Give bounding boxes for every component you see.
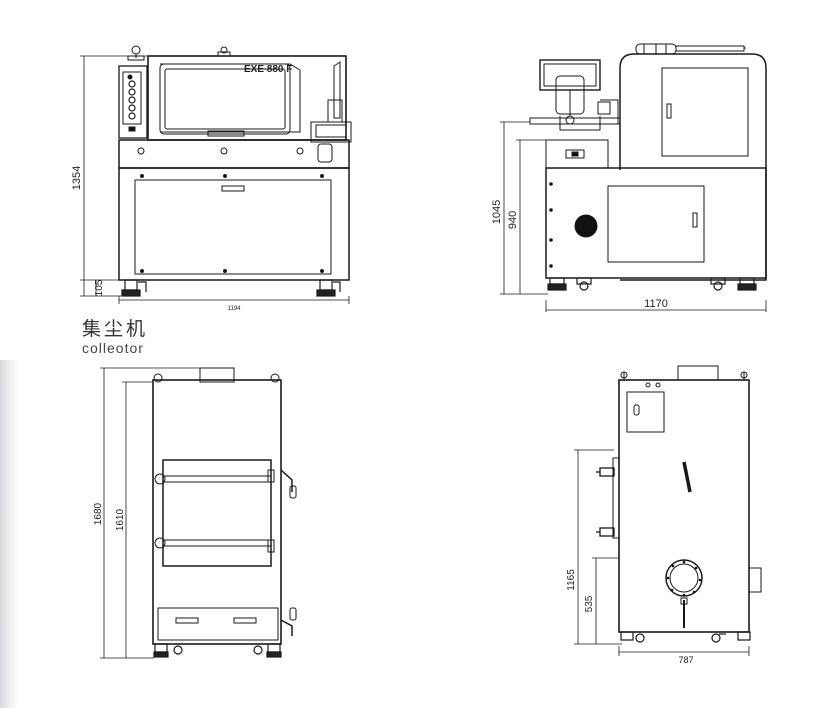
dim-side (500, 121, 767, 312)
dim-side-height-upper: 1045 (491, 200, 503, 224)
machine-feet (121, 279, 341, 297)
dim-front (80, 55, 350, 304)
collector-side-view: 1165 535 787 (566, 365, 762, 665)
dim-collector-front (100, 367, 200, 659)
left-edge-fade (0, 360, 18, 708)
dim-side-height-lower: 940 (507, 211, 519, 229)
machine-side-view: 1045 940 1170 (491, 43, 767, 312)
collector-side-feet (620, 631, 751, 643)
dim-collector-height-total: 1680 (93, 502, 104, 525)
collector-front-view: 1680 1610 (93, 367, 297, 659)
collector-caption-cn: 集尘机 (82, 318, 149, 340)
collector-front-feet (153, 643, 282, 658)
collector-caption: 集尘机 colleotor (82, 318, 148, 356)
side-feet (547, 277, 757, 291)
control-panel (122, 71, 142, 125)
dim-collector-side-height-lower: 535 (584, 595, 595, 612)
machine-front-view: EXE 880 F (71, 45, 352, 312)
dim-collector-height-body: 1610 (115, 508, 126, 531)
dim-collector-side-height-upper: 1165 (566, 569, 577, 591)
collector-caption-en: colleotor (82, 340, 144, 356)
dim-front-height: 1354 (71, 166, 83, 190)
model-label: EXE 880 F (244, 64, 292, 75)
dim-collector-side (574, 449, 750, 656)
dim-side-width: 1170 (644, 298, 668, 310)
dim-collector-side-width: 787 (678, 655, 693, 665)
dim-front-base: 105 (94, 279, 105, 296)
control-buttons (128, 80, 136, 120)
dim-front-width: 1194 (228, 306, 242, 312)
